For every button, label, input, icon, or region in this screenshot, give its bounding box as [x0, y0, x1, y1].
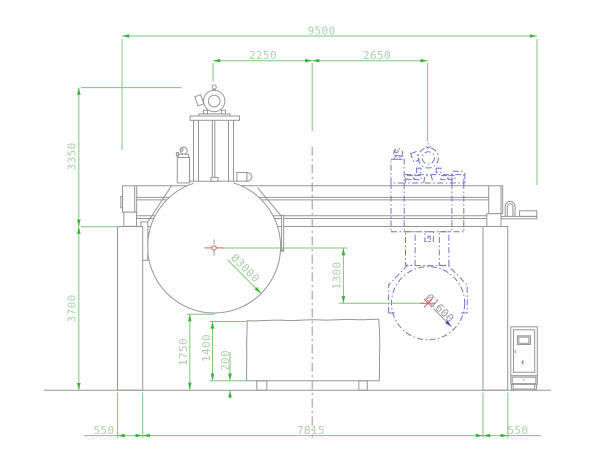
dim-spindle-offset: 1300: [331, 248, 346, 304]
dim-workpiece-height: 1400: [200, 321, 215, 381]
dim-support-span: 7815: [142, 424, 483, 438]
dim-text-sleeper-height: 200: [219, 350, 232, 371]
secondary-blade-diameter-callout: Ø1600: [423, 291, 457, 329]
lube-pump: [175, 146, 191, 184]
secondary-motor-body: [417, 147, 439, 169]
dim-sleeper-height: 200: [219, 350, 232, 399]
cabinet-window: [516, 335, 531, 345]
spindle-cylinder: [236, 171, 253, 182]
carriage: [390, 170, 466, 233]
beam-right-end: [486, 185, 538, 227]
motor-body: [203, 89, 226, 113]
dim-text-right-support-width: 550: [507, 424, 528, 437]
dim-text-left-support-width: 550: [93, 424, 114, 437]
secondary-cutting-unit: [388, 143, 468, 341]
secondary-blade-center-mark: [420, 298, 436, 308]
dimensions: 9500 2250 2650 3350 3700: [65, 24, 541, 439]
main-spindle-column: [189, 113, 241, 186]
dim-center-to-secondary-spindle: 2650: [312, 49, 428, 63]
dim-text-overall-length: 9500: [307, 24, 335, 37]
right-support-leg: [482, 226, 509, 391]
column-top-plate: [189, 115, 241, 121]
dim-text-center-to-secondary-spindle: 2650: [363, 49, 391, 62]
dim-right-support-width: 550: [483, 424, 528, 438]
dim-text-spindle-offset: 1300: [331, 261, 344, 289]
dim-text-motor-top-height: 3350: [65, 142, 78, 170]
carriage-plate: [404, 174, 465, 184]
secondary-cylinder: [390, 158, 405, 184]
dim-text-beam-underside-height: 3700: [65, 294, 78, 322]
motor-foot: [203, 109, 208, 115]
secondary-motor-foot: [435, 167, 442, 174]
main-blade-guard: [140, 185, 285, 261]
dim-text-main-spindle-to-center: 2250: [249, 49, 277, 62]
sleeper: [358, 380, 368, 391]
voltage-symbol: [520, 359, 525, 365]
motor-lifting-eye: [211, 84, 217, 90]
dim-text-support-span: 7815: [297, 424, 325, 437]
secondary-blade-guard: [388, 265, 468, 313]
guard-right-bracket: [281, 214, 285, 252]
motor-face: [207, 94, 221, 108]
column-rod-foot: [210, 176, 219, 182]
left-support-leg: [117, 226, 144, 391]
side-shelf: [500, 215, 538, 220]
motor-junction-box: [194, 94, 205, 107]
main-blade-center-mark: [204, 239, 224, 256]
shelf-bracket-outer: [504, 200, 516, 217]
dim-motor-top-height: 3350: [65, 87, 81, 227]
dim-left-support-width: 550: [93, 424, 143, 438]
dim-main-spindle-to-center: 2250: [213, 49, 313, 63]
shelf-block: [519, 210, 538, 217]
motor-base-plate: [198, 113, 231, 117]
dim-text-main-blade-clearance: 1750: [177, 338, 190, 366]
secondary-motor: [409, 143, 442, 174]
dim-text-secondary-blade-diameter: Ø1600: [423, 291, 457, 325]
motor-pedestal: [423, 175, 434, 184]
sleeper: [256, 380, 268, 391]
dim-main-blade-clearance: 1750: [177, 314, 192, 390]
secondary-junction-box: [409, 151, 420, 163]
beam-left-end: [120, 185, 138, 227]
secondary-pump: [393, 148, 404, 158]
dim-text-workpiece-height: 1400: [200, 334, 213, 362]
main-motor: [194, 84, 226, 115]
blade-guard-arms: [405, 231, 450, 266]
shelf-bracket-inner: [506, 203, 514, 217]
carriage-end-block: [451, 170, 466, 183]
stone-workpiece: [245, 318, 381, 391]
secondary-motor-foot: [416, 167, 422, 174]
dim-overall-length: 9500: [122, 24, 537, 38]
electrical-cabinet: [510, 326, 538, 391]
motor-foot: [221, 109, 226, 115]
dim-beam-underside-height: 3700: [65, 226, 81, 391]
cabinet-door: [513, 329, 536, 373]
